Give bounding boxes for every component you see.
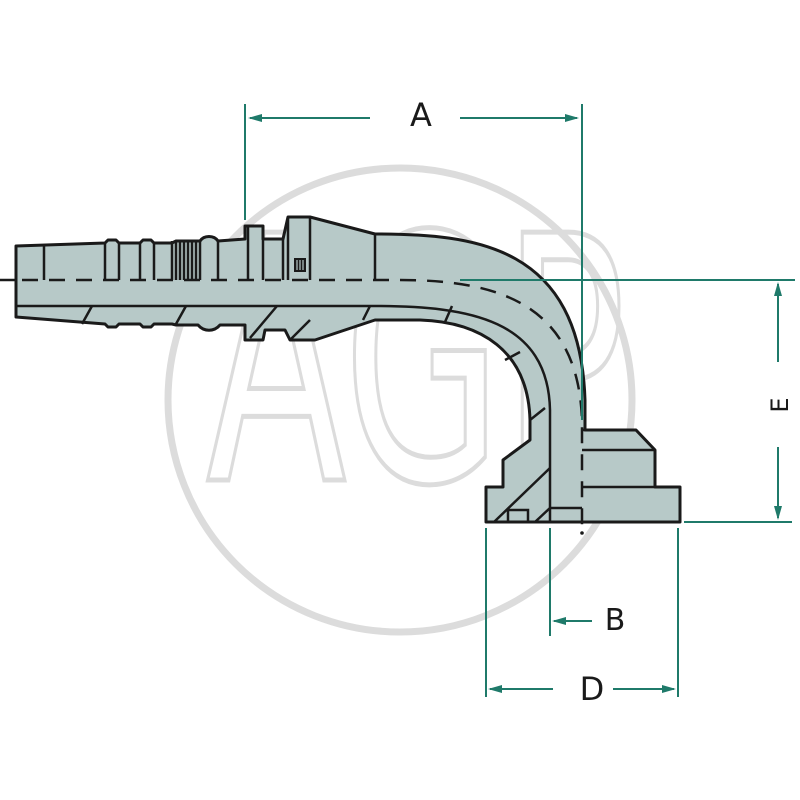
dimension-b: B — [549, 528, 626, 638]
dimension-a: A — [244, 96, 583, 420]
dim-b-arrow-icon — [552, 617, 566, 625]
elbow-fitting — [0, 215, 682, 530]
dim-e-label: E — [766, 397, 794, 412]
dim-e-arrow-up-icon — [774, 282, 782, 296]
section-cuts — [80, 305, 546, 421]
dimension-d: D — [485, 528, 679, 708]
dim-b-label: B — [605, 603, 626, 638]
dimension-e: E — [460, 279, 795, 523]
dim-d-label: D — [580, 670, 605, 708]
flange-details — [493, 428, 680, 523]
dim-a-label: A — [410, 96, 432, 134]
marking-stamp-lines — [296, 260, 304, 270]
nipple-grooves — [42, 217, 377, 280]
dim-d-arrow-left-icon — [488, 685, 502, 693]
axis-end-dot — [580, 531, 584, 535]
dim-e-arrow-down-icon — [774, 506, 782, 520]
dim-a-arrow-right-icon — [565, 114, 579, 122]
dim-d-arrow-right-icon — [662, 685, 676, 693]
bore-line — [16, 304, 552, 522]
dim-a-arrow-left-icon — [248, 114, 262, 122]
watermark-circle — [164, 164, 636, 636]
